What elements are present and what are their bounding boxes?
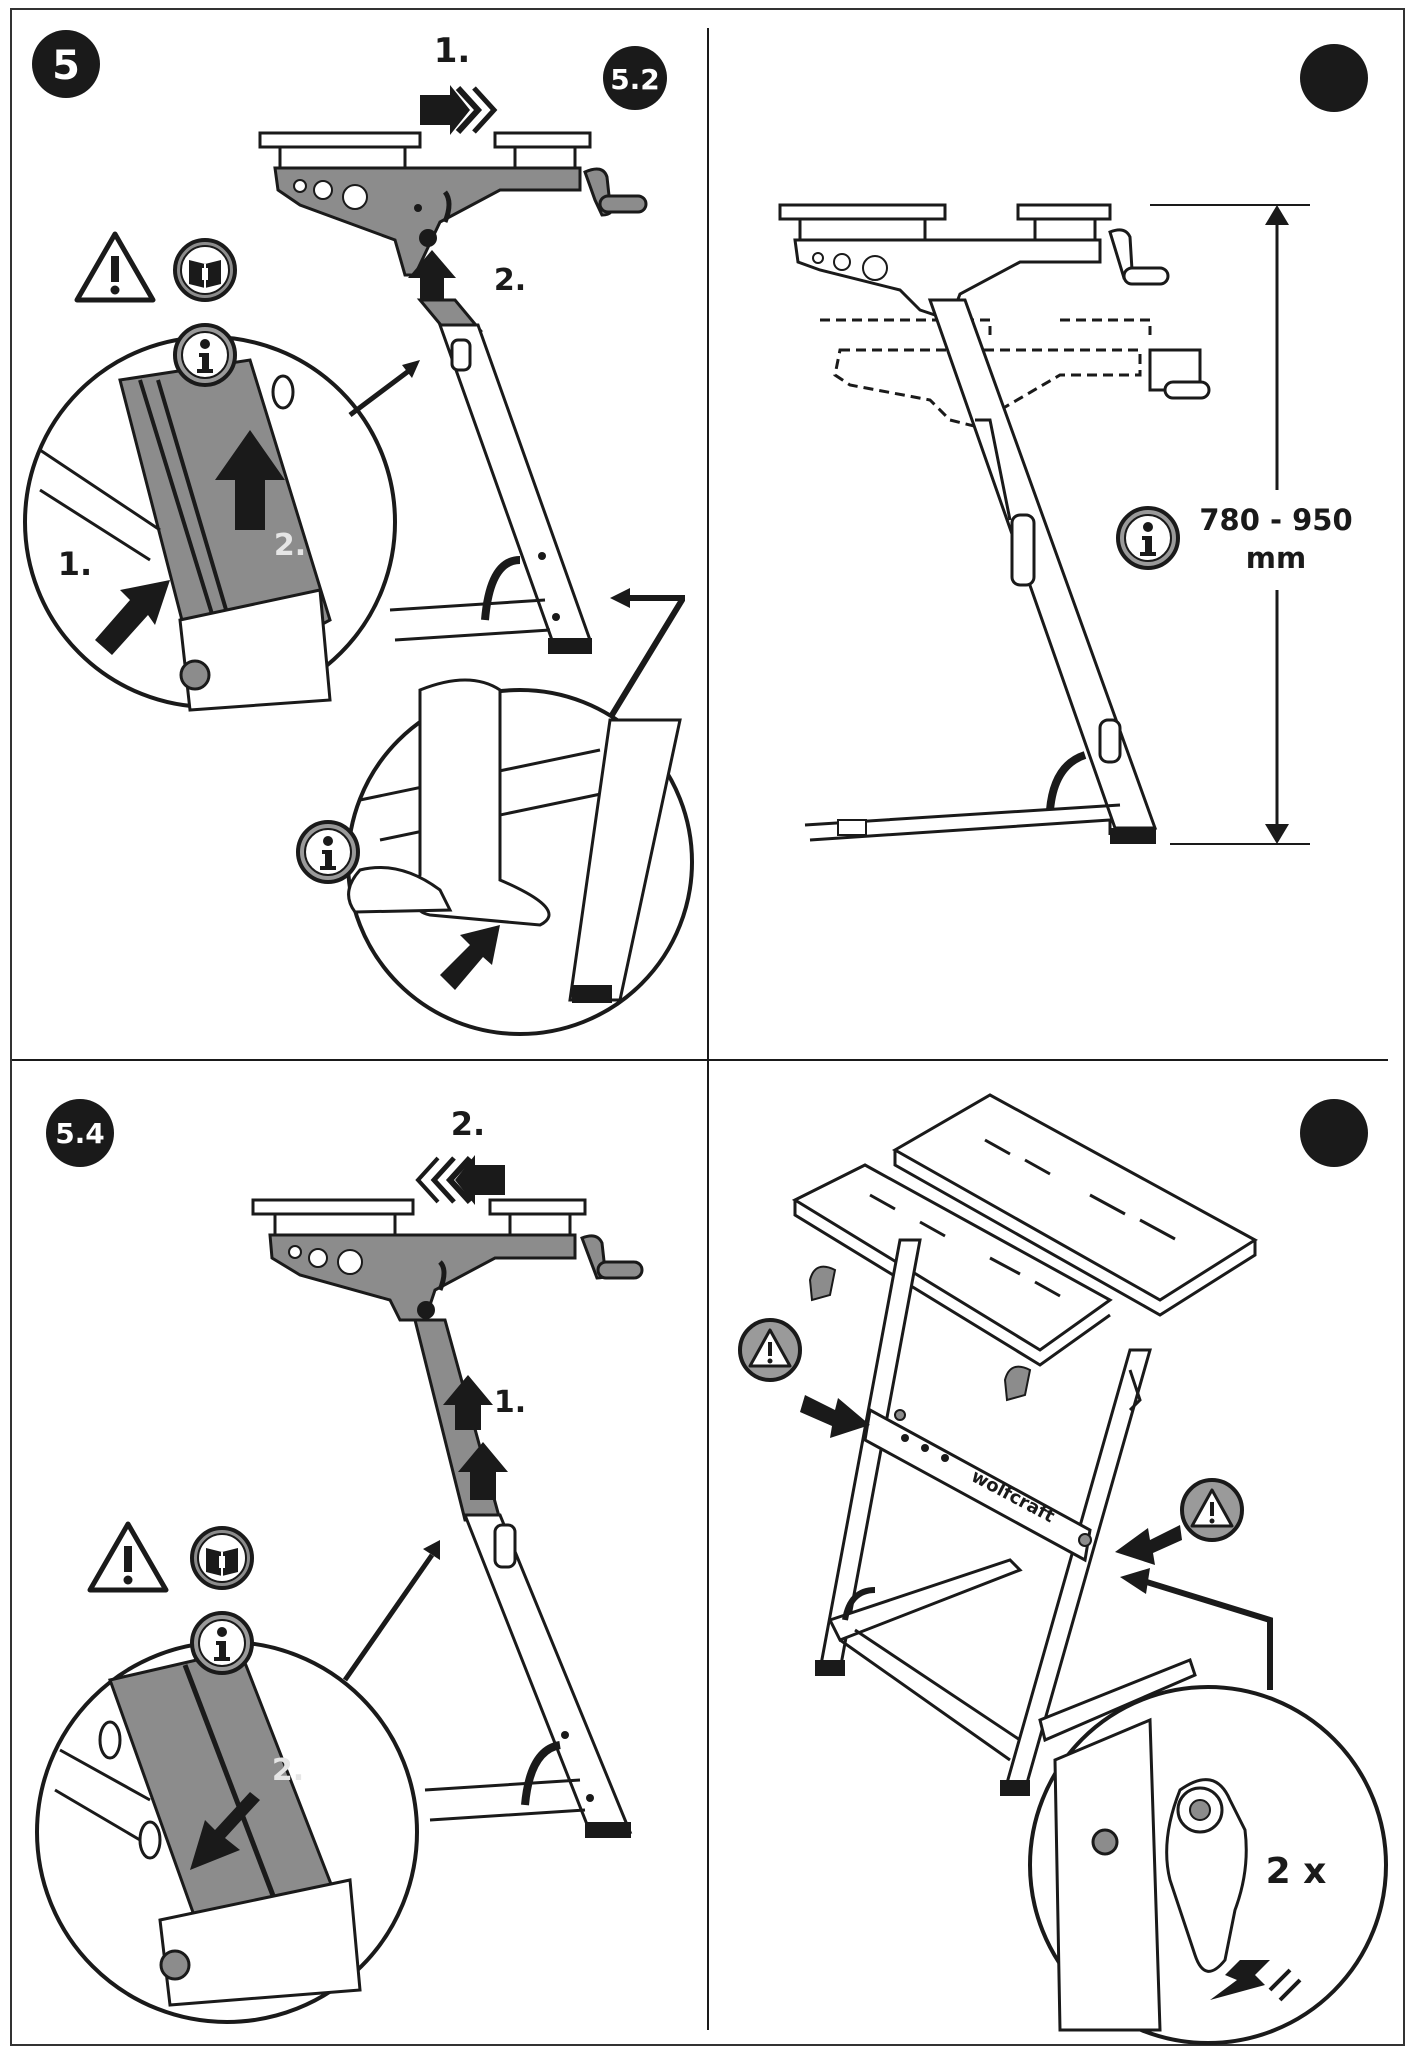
zoom-detail-release: 2. xyxy=(35,1640,419,2024)
manual-icon xyxy=(190,1526,254,1590)
sub-step-badge-label: 5.2 xyxy=(610,63,660,96)
warning-icon xyxy=(738,1318,802,1382)
step-badge xyxy=(1300,1099,1368,1167)
step-number-slide: 1. xyxy=(434,31,471,71)
step-badge xyxy=(46,1099,114,1167)
manual-icon xyxy=(173,238,237,302)
zoom-step-b: 2. xyxy=(274,528,306,563)
warning-icon xyxy=(77,234,153,300)
press-arrow-icon xyxy=(440,925,500,990)
panel-5-4: 5.4 2. xyxy=(35,1099,644,2024)
panel-5-3: 780 - 950 mm xyxy=(778,44,1368,845)
bench-head xyxy=(258,131,648,277)
step-number-slide: 2. xyxy=(451,1105,485,1143)
zoom-step-a: 1. xyxy=(58,545,92,583)
lift-arrow-icon xyxy=(408,250,456,300)
info-icon xyxy=(173,323,237,387)
diagram-frame xyxy=(10,8,1405,2046)
sub-step-badge xyxy=(603,46,667,110)
bench-head xyxy=(251,1198,644,1322)
step-badge-label: 5 xyxy=(52,43,80,89)
zoom-detail-foot xyxy=(346,678,694,1036)
info-icon xyxy=(1116,506,1180,570)
zoom-pointer xyxy=(348,368,412,417)
repeat-count: 2 x xyxy=(1266,1851,1327,1892)
zoom-step: 2. xyxy=(272,1753,304,1788)
info-icon xyxy=(296,820,360,884)
panel-5-5: wolfcraft xyxy=(738,1093,1388,2045)
zoom-pointer xyxy=(342,1553,435,1682)
check-arrow-icon xyxy=(1115,1525,1182,1565)
bench-side-view xyxy=(778,203,1211,844)
step-badge xyxy=(1300,44,1368,112)
step-badge-label: 5.4 xyxy=(55,1117,105,1150)
zoom-detail-lock: 2. 1. xyxy=(23,335,397,712)
bench-leg xyxy=(389,298,593,654)
slide-arrow-icon xyxy=(420,85,498,135)
info-icon xyxy=(190,1611,254,1675)
height-range-unit: mm xyxy=(1246,541,1306,575)
warning-icon xyxy=(90,1524,166,1590)
step-number-column: 1. xyxy=(494,1385,526,1420)
panel-5-1: 5 5.2 1. 2. xyxy=(23,30,694,1036)
height-dimension xyxy=(1150,204,1310,845)
step-number-pivot: 2. xyxy=(494,263,526,298)
step-badge xyxy=(32,30,100,98)
warning-icon xyxy=(1180,1478,1244,1542)
bench-leg xyxy=(413,1318,633,1838)
zoom-pointer xyxy=(1139,1577,1273,1690)
check-arrow-icon xyxy=(800,1395,870,1438)
zoom-pointer-arrow xyxy=(610,588,630,608)
slide-back-arrow-icon xyxy=(415,1155,505,1205)
height-range-value: 780 - 950 xyxy=(1199,503,1352,537)
zoom-detail-clamp: 2 x xyxy=(1028,1685,1388,2045)
bench-assembled: wolfcraft xyxy=(791,1093,1258,1796)
